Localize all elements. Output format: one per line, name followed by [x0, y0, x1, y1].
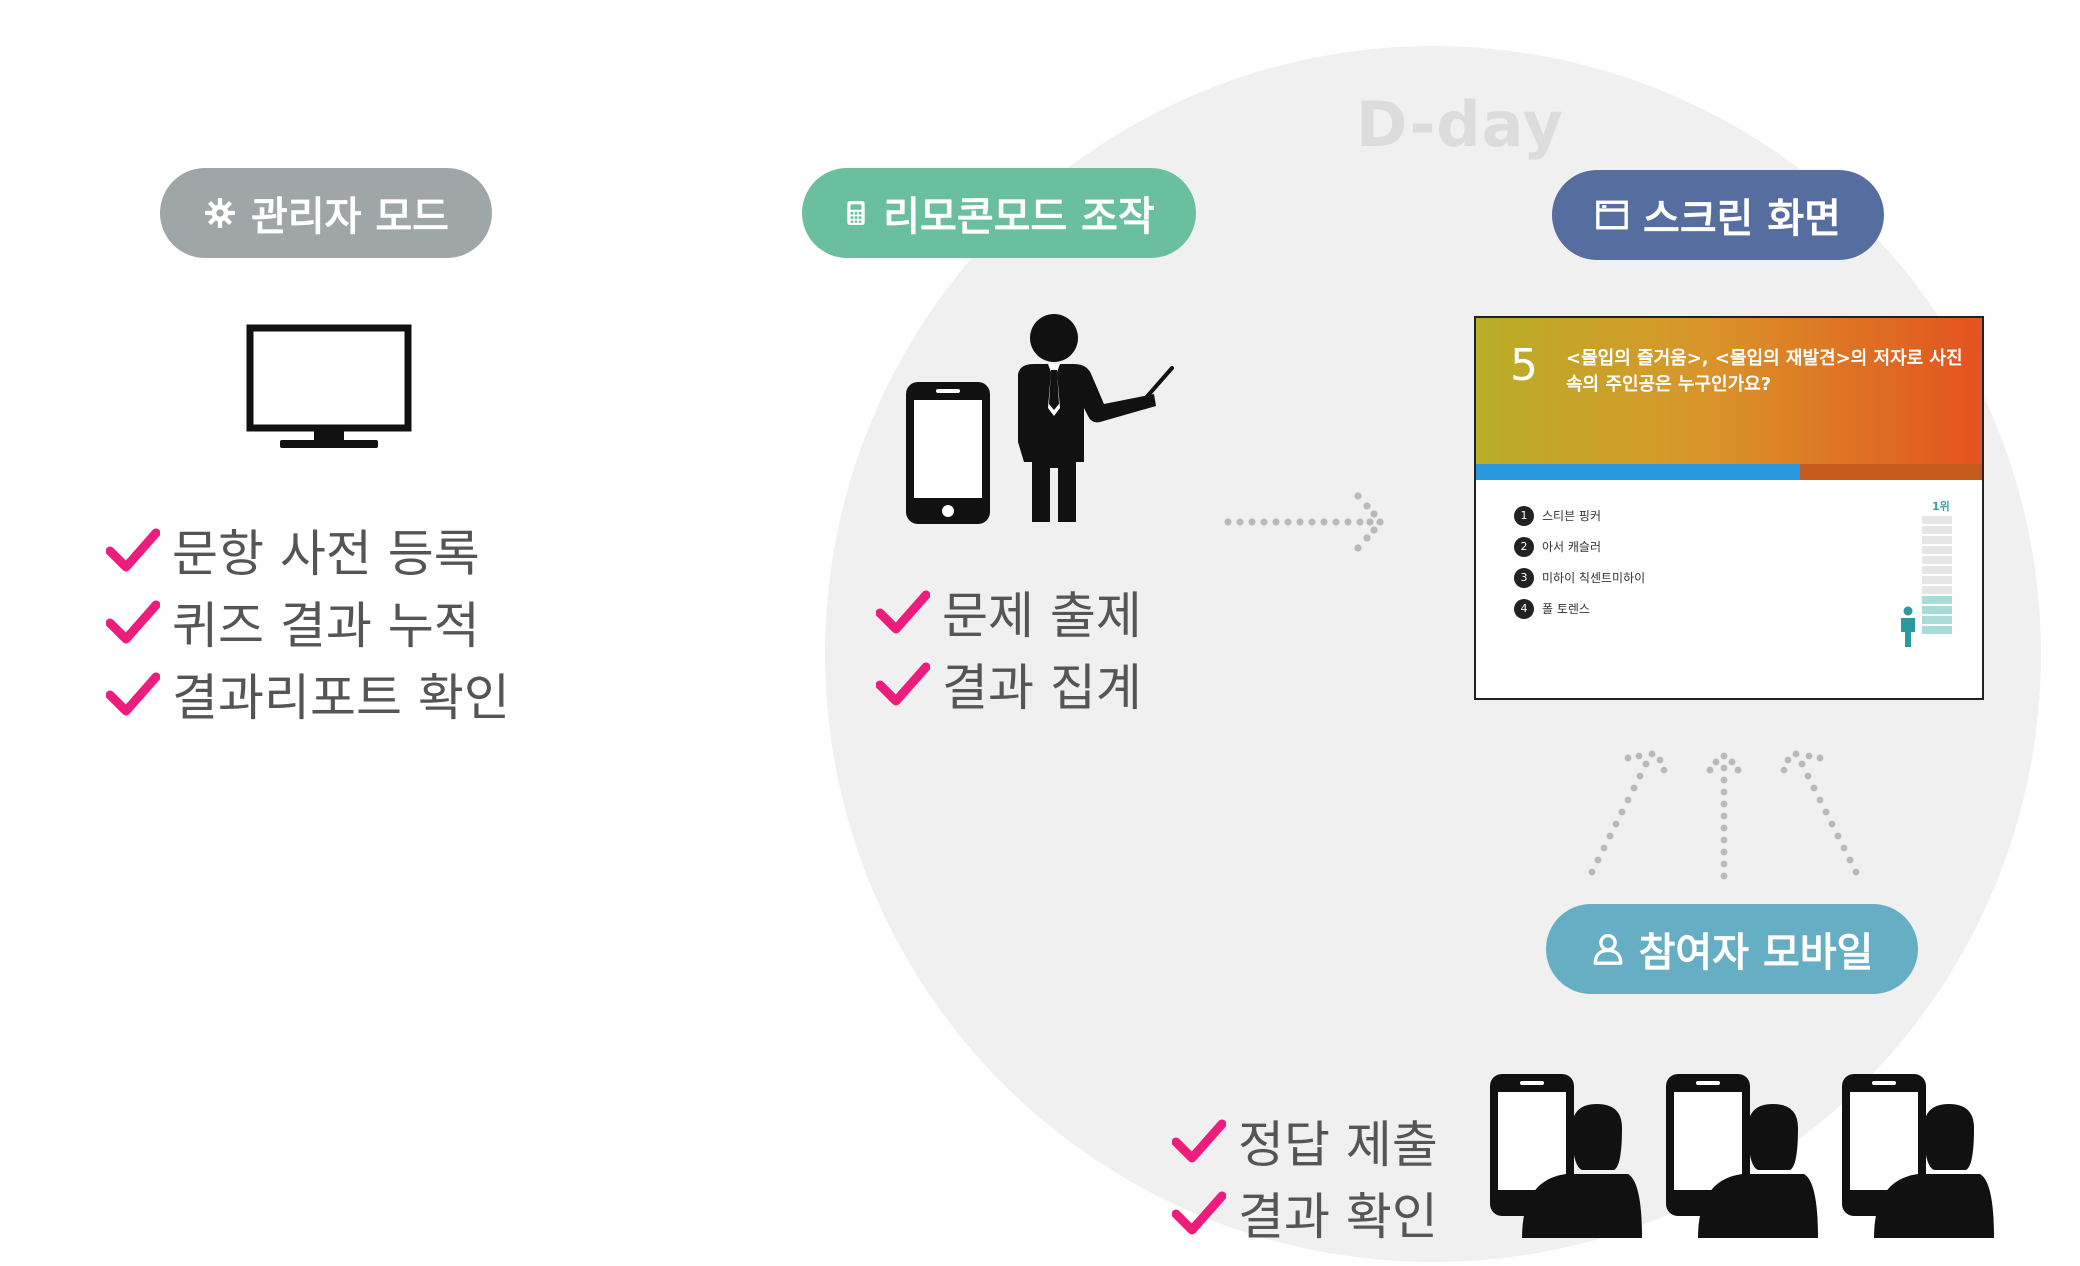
option-number: 2 [1514, 536, 1534, 557]
participant-icon [1490, 1074, 1642, 1238]
check-icon [1172, 1119, 1226, 1163]
list-item: 결과리포트 확인 [106, 658, 510, 730]
check-icon [1172, 1191, 1226, 1235]
check-icon [106, 600, 160, 644]
option-label: 아서 캐슬러 [1542, 540, 1602, 554]
option-label: 폴 토렌스 [1542, 602, 1590, 616]
progress-fill [1476, 464, 1800, 480]
check-icon [106, 672, 160, 716]
option-number: 4 [1514, 598, 1534, 619]
question-number: 5 [1510, 340, 1538, 391]
remote-mode-pill: 리모콘모드 조작 [802, 168, 1196, 258]
admin-mode-pill: 관리자 모드 [160, 168, 492, 258]
dotted-arrows-up-icon [1588, 750, 1860, 880]
screen-label: 스크린 화면 [1643, 196, 1841, 242]
answer-option: 2 아서 캐슬러 [1514, 531, 1645, 562]
screen-pill: 스크린 화면 [1552, 170, 1884, 260]
list-item-label: 정답 제출 [1238, 1116, 1438, 1174]
user-icon [1593, 933, 1623, 965]
gear-icon [205, 198, 235, 228]
list-item: 퀴즈 결과 누적 [106, 586, 510, 658]
rank-label: 1위 [1932, 500, 1950, 513]
participant-icon [1842, 1074, 1994, 1238]
option-number: 3 [1514, 567, 1534, 588]
progress-bar [1476, 464, 1982, 480]
admin-checklist: 문항 사전 등록 퀴즈 결과 누적 결과리포트 확인 [106, 514, 510, 730]
list-item: 결과 확인 [1172, 1177, 1438, 1249]
smartphone-icon [906, 382, 990, 524]
list-item-label: 퀴즈 결과 누적 [172, 597, 480, 655]
mobile-checklist: 정답 제출 결과 확인 [1172, 1105, 1438, 1249]
admin-mode-label: 관리자 모드 [251, 194, 449, 240]
presenter-icon [1018, 314, 1174, 522]
option-number: 1 [1514, 505, 1534, 526]
answer-option: 1 스티븐 핑커 [1514, 500, 1645, 531]
remote-mode-label: 리모콘모드 조작 [883, 194, 1155, 240]
participant-icon [1666, 1074, 1818, 1238]
question-text: <몰입의 즐거움>, <몰입의 재발견>의 저자로 사진 속의 주인공은 누구인… [1566, 348, 1963, 395]
participant-mobile-label: 참여자 모바일 [1638, 930, 1874, 976]
leader-person-icon [1901, 606, 1915, 647]
participant-mobile-pill: 참여자 모바일 [1546, 904, 1918, 994]
monitor-icon [246, 324, 412, 448]
remote-checklist: 문제 출제 결과 집계 [876, 576, 1142, 720]
list-item: 결과 집계 [876, 648, 1142, 720]
list-item: 정답 제출 [1172, 1105, 1438, 1177]
question-header: 5 <몰입의 즐거움>, <몰입의 재발견>의 저자로 사진 속의 주인공은 누… [1476, 318, 1982, 464]
option-label: 미하이 칙센트미하이 [1542, 571, 1646, 585]
remote-icon [847, 201, 865, 225]
check-icon [876, 590, 930, 634]
check-icon [876, 662, 930, 706]
rank-stack [1922, 516, 1952, 636]
list-item-label: 결과 확인 [1238, 1188, 1438, 1246]
list-item-label: 결과 집계 [942, 659, 1142, 717]
list-item-label: 결과리포트 확인 [172, 669, 510, 727]
check-icon [106, 528, 160, 572]
answer-option: 3 미하이 칙센트미하이 [1514, 562, 1645, 593]
quiz-screen-preview: 5 <몰입의 즐거움>, <몰입의 재발견>의 저자로 사진 속의 주인공은 누… [1474, 316, 1984, 700]
list-item-label: 문제 출제 [942, 587, 1142, 645]
list-item-label: 문항 사전 등록 [172, 525, 480, 583]
option-label: 스티븐 핑커 [1542, 509, 1602, 523]
window-icon [1596, 200, 1628, 230]
dotted-arrow-icon [1224, 492, 1384, 552]
dday-label: D-day [1355, 88, 1565, 161]
answer-option: 4 폴 토렌스 [1514, 593, 1645, 624]
list-item: 문항 사전 등록 [106, 514, 510, 586]
list-item: 문제 출제 [876, 576, 1142, 648]
answer-options: 1 스티븐 핑커 2 아서 캐슬러 3 미하이 칙센트미하이 4 폴 토렌스 [1514, 500, 1645, 624]
